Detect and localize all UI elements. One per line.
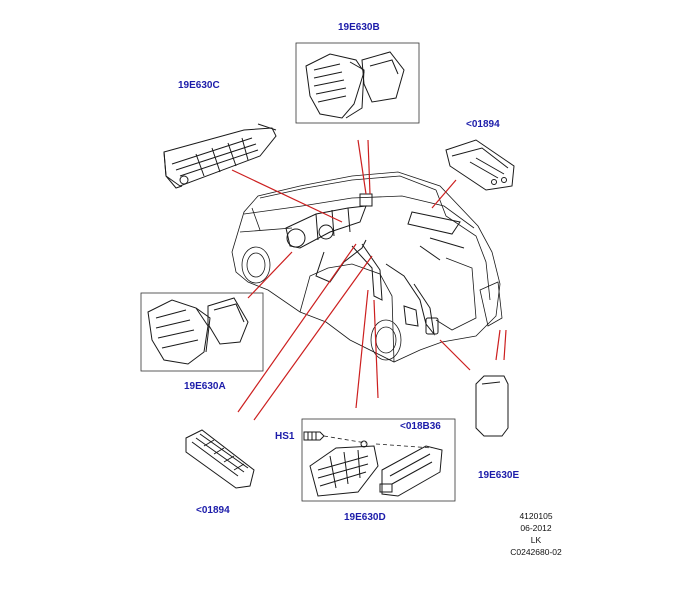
drawing-date: 06-2012	[520, 523, 552, 533]
drawing-initials: LK	[530, 535, 542, 545]
callout-19e630d: 19E630D	[344, 512, 386, 523]
drawing-number: 4120105	[519, 511, 553, 521]
hs1-dash-line	[323, 435, 367, 444]
callout-19e630b: 19E630B	[338, 22, 380, 33]
detail-box-19e630a	[140, 292, 264, 372]
dash-line-018b36	[375, 443, 433, 449]
part-19e630c	[163, 123, 277, 189]
callout-01894-top: <01894	[466, 119, 500, 130]
vehicle-illustration	[231, 171, 503, 363]
detail-box-19e630b	[295, 42, 420, 124]
part-01894-top	[445, 139, 515, 191]
part-19e630b	[305, 51, 405, 119]
callout-19e630c: 19E630C	[178, 80, 220, 91]
callout-19e630e: 19E630E	[478, 470, 520, 481]
callout-19e630a: 19E630A	[184, 381, 226, 392]
hs1-screw-icon	[303, 431, 325, 441]
drawing-reference: C0242680-02	[510, 547, 562, 557]
callout-hs1: HS1	[275, 431, 295, 442]
part-19e630a	[147, 297, 249, 365]
leader-lines	[231, 139, 507, 421]
part-19e630e	[475, 375, 509, 437]
part-01894-bottom	[185, 429, 255, 489]
callout-018b36: <018B36	[400, 421, 441, 432]
detail-box-19e630d	[301, 418, 456, 502]
callout-01894-bottom: <01894	[196, 505, 230, 516]
part-19e630d	[309, 440, 443, 497]
